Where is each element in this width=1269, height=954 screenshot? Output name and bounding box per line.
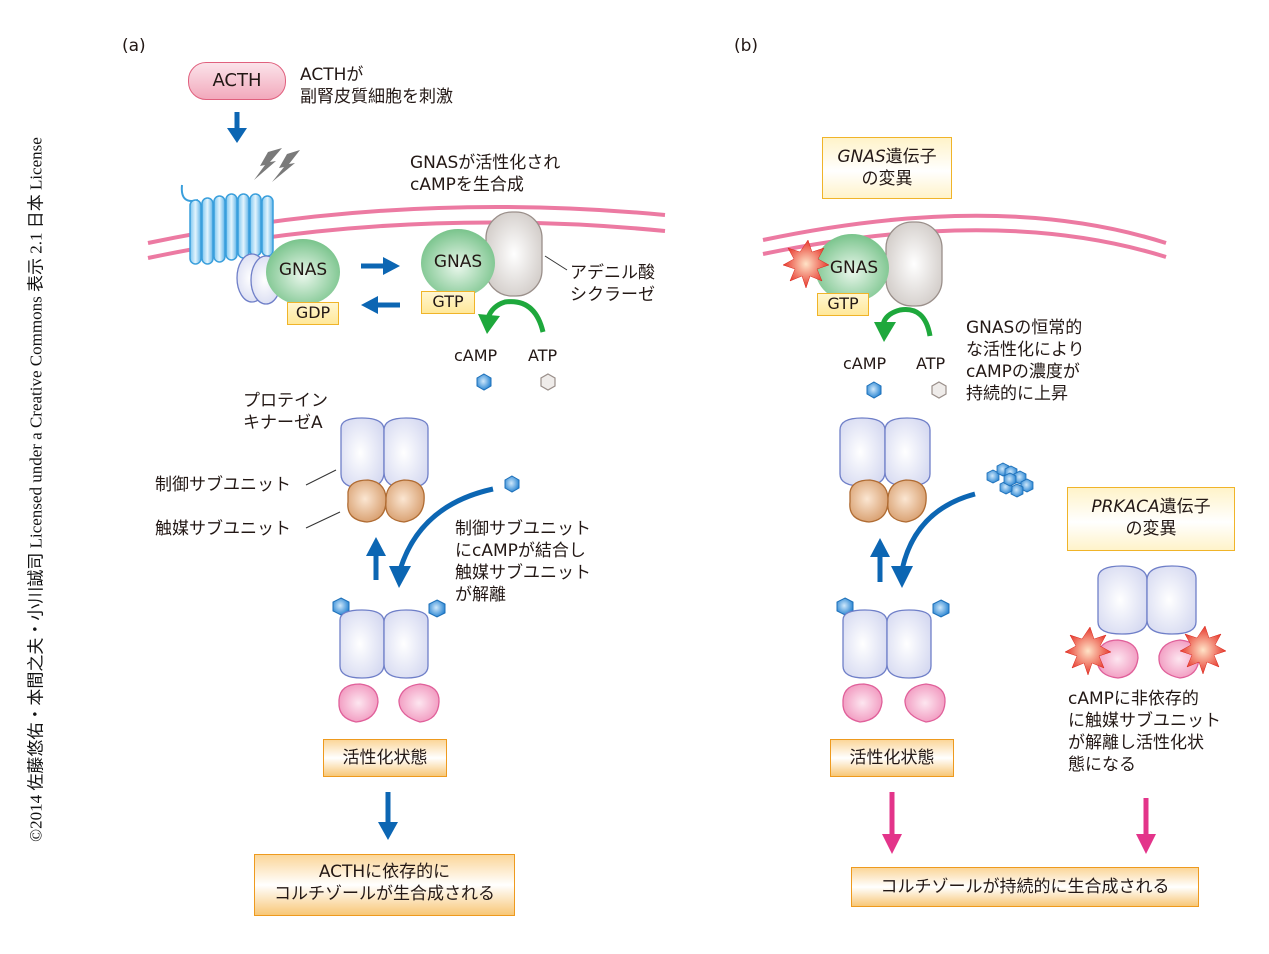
text-line: な活性化により — [966, 340, 1085, 360]
atp-to-camp-arrow — [874, 307, 933, 342]
acth-hormone: ACTH — [188, 62, 286, 100]
atp-to-camp-arrow — [478, 299, 546, 334]
gnas-label: GNAS — [829, 258, 879, 278]
text-line: コルチゾールが生合成される — [274, 884, 495, 904]
camp-binding-description: 制御サブユニット にcAMPが結合し 触媒サブユニット が解離 — [455, 518, 591, 606]
camp-label: cAMP — [454, 346, 498, 365]
gnas-protein-inactive — [266, 239, 340, 305]
text-line: プロテイン — [243, 391, 328, 411]
adenylate-cyclase — [485, 211, 543, 297]
text-line: ACTHが — [300, 65, 364, 85]
atp-molecule-icon — [540, 373, 556, 391]
mutation-star-icon — [1064, 626, 1112, 676]
text-line: キナーゼA — [243, 413, 323, 433]
acth-receptor — [180, 184, 282, 305]
acth-description: ACTHが 副腎皮質細胞を刺激 — [300, 64, 453, 108]
panel-label-b: (b) — [734, 36, 759, 56]
text-line: が解離 — [455, 585, 506, 605]
leader-line — [305, 469, 337, 486]
text-line: 制御サブユニット — [455, 519, 591, 539]
pka-holoenzyme — [839, 417, 931, 523]
result-box: コルチゾールが持続的に生合成される — [851, 867, 1199, 907]
text-line: PRKACA遺伝子 — [1068, 496, 1234, 518]
mutation-star-icon — [782, 239, 830, 289]
pka-label: プロテイン キナーゼA — [243, 390, 328, 434]
text-line: GNASの恒常的 — [966, 318, 1083, 338]
gnas-activation-description: GNASが活性化され cAMPを生合成 — [410, 152, 560, 196]
regulatory-subunit-label: 制御サブユニット — [155, 475, 291, 495]
leader-line — [305, 511, 341, 529]
text-line: 触媒サブユニット — [455, 563, 591, 583]
camp-molecule-icon — [866, 381, 882, 399]
text-line: cAMPの濃度が — [966, 362, 1080, 382]
result-box: ACTHに依存的に コルチゾールが生合成される — [254, 854, 515, 916]
active-state-box: 活性化状態 — [323, 739, 447, 777]
pka-holoenzyme — [340, 417, 429, 523]
acth-down-arrow — [227, 112, 247, 143]
text-line: にcAMPが結合し — [455, 541, 586, 561]
gtp-tag: GTP — [421, 291, 475, 314]
mutation-star-icon — [1179, 625, 1227, 675]
pink-down-arrow — [882, 792, 902, 854]
gene-name: PRKACA — [1091, 497, 1160, 517]
pka-dissociated — [332, 597, 446, 723]
camp-binding-arrow — [366, 486, 494, 588]
atp-label: ATP — [916, 354, 946, 373]
pink-down-arrow — [1136, 798, 1156, 854]
text-line: アデニル酸 — [570, 263, 655, 283]
adenylate-cyclase — [885, 221, 943, 307]
gdp-tag: GDP — [287, 302, 339, 325]
text-line: 持続的に上昇 — [966, 384, 1068, 404]
text-line: 態になる — [1068, 755, 1136, 775]
text-line: に触媒サブユニット — [1068, 711, 1221, 731]
gnas-label: GNAS — [433, 252, 483, 272]
text-line: cAMPに非依存的 — [1068, 689, 1199, 709]
atp-molecule-icon — [931, 381, 947, 399]
gnas-constitutive-description: GNASの恒常的 な活性化により cAMPの濃度が 持続的に上昇 — [966, 317, 1085, 405]
cell-membrane — [762, 213, 1167, 259]
exchange-arrows — [361, 257, 400, 314]
text-line: の変異 — [1125, 519, 1177, 539]
atp-label: ATP — [528, 346, 558, 365]
leader-line — [544, 255, 568, 271]
prkaca-description: cAMPに非依存的 に触媒サブユニット が解離し活性化状 態になる — [1068, 688, 1221, 776]
camp-molecule-icon — [504, 475, 520, 493]
text-line: GNAS遺伝子 — [823, 146, 951, 168]
panel-label-a: (a) — [122, 36, 146, 56]
prkaca-mutation-box: PRKACA遺伝子 の変異 — [1067, 487, 1235, 551]
pka-prkaca-mutant — [1096, 565, 1200, 679]
text-line: の変異 — [861, 169, 913, 189]
gnas-mutation-box: GNAS遺伝子 の変異 — [822, 137, 952, 199]
text-line: cAMPを生合成 — [410, 175, 524, 195]
text-part: 遺伝子 — [1159, 497, 1211, 517]
text-part: 遺伝子 — [885, 147, 937, 167]
active-state-box: 活性化状態 — [830, 739, 954, 777]
pka-dissociated — [836, 597, 950, 723]
text-line: ACTHに依存的に — [318, 862, 451, 882]
text-line: が解離し活性化状 — [1068, 733, 1204, 753]
text-line: シクラーゼ — [570, 285, 655, 305]
camp-cluster-icon — [986, 462, 1034, 498]
gtp-tag: GTP — [817, 293, 869, 316]
gnas-protein-active — [421, 229, 495, 297]
text-line: 副腎皮質細胞を刺激 — [300, 87, 453, 107]
catalytic-subunit-label: 触媒サブユニット — [155, 519, 291, 539]
text-line: GNASが活性化され — [410, 153, 561, 173]
camp-molecule-icon — [476, 373, 492, 391]
gnas-protein-mutant — [815, 234, 889, 302]
lightning-icon — [254, 148, 300, 182]
camp-label: cAMP — [843, 354, 887, 373]
gnas-label: GNAS — [278, 260, 328, 280]
down-arrow — [378, 792, 398, 840]
camp-binding-arrow — [870, 491, 976, 588]
gene-name: GNAS — [837, 147, 886, 167]
adenylate-cyclase-label: アデニル酸 シクラーゼ — [570, 262, 655, 306]
